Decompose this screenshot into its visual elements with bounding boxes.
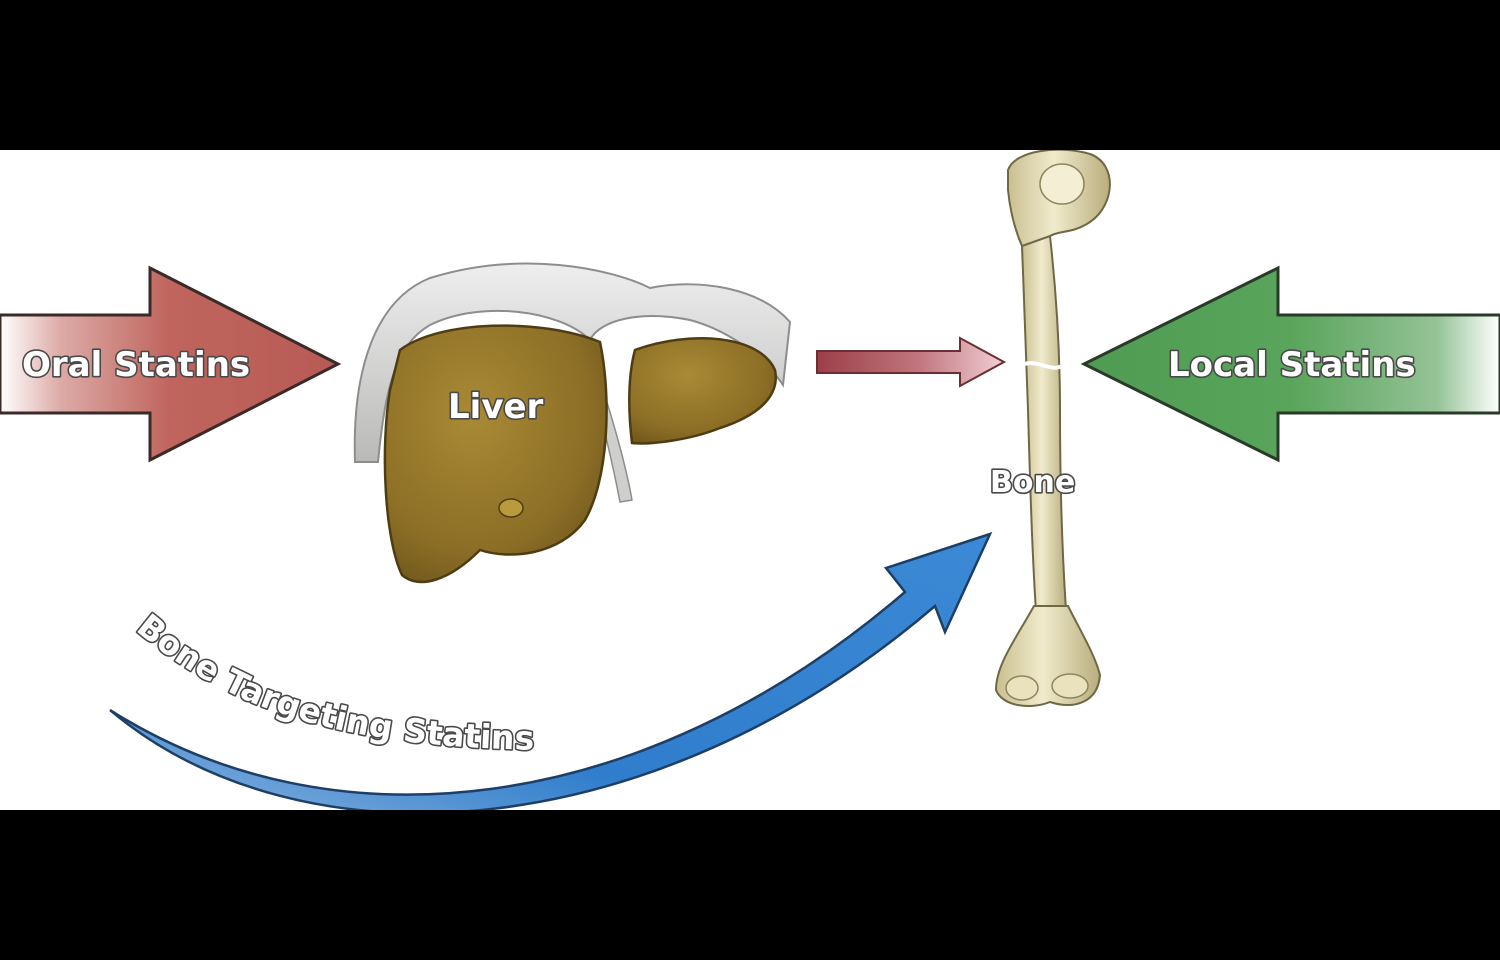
bone-targeting-label-path: Bone Targeting Statins bbox=[128, 604, 536, 759]
letterbox-top bbox=[0, 0, 1500, 150]
bone-illustration: Bone bbox=[988, 150, 1111, 707]
bone-targeting-label: Bone Targeting Statins bbox=[130, 606, 535, 758]
statin-delivery-diagram: Oral Statins Local Statins Liver bbox=[0, 150, 1500, 810]
bone-label: Bone bbox=[990, 465, 1075, 500]
liver-to-bone-arrow-shape bbox=[816, 336, 1007, 388]
bone-fracture-line bbox=[1023, 361, 1063, 370]
liver-to-bone-arrow bbox=[816, 336, 1007, 388]
letterbox-bottom bbox=[0, 810, 1500, 960]
gallbladder bbox=[498, 498, 524, 518]
bone-shaft bbox=[1020, 234, 1068, 614]
bone-condyle-left bbox=[1005, 675, 1039, 701]
bone-targeting-arrow-shape bbox=[109, 531, 993, 810]
local-statins-label: Local Statins bbox=[1168, 345, 1416, 385]
oral-statins-arrow: Oral Statins bbox=[0, 265, 342, 463]
diagram-canvas: Oral Statins Local Statins Liver bbox=[0, 150, 1500, 810]
bone-condyle-right bbox=[1051, 673, 1089, 699]
liver-illustration: Liver bbox=[353, 262, 792, 584]
local-arrow-shape bbox=[1080, 265, 1500, 463]
local-statins-arrow: Local Statins bbox=[1080, 265, 1500, 463]
liver-left-lobe bbox=[628, 337, 777, 445]
oral-statins-label: Oral Statins bbox=[22, 345, 250, 385]
liver-right-lobe bbox=[383, 324, 608, 584]
bone-head-highlight bbox=[1039, 163, 1085, 205]
liver-label: Liver bbox=[448, 387, 544, 427]
bone-targeting-arrow: Bone Targeting Statins bbox=[109, 531, 993, 810]
oral-arrow-shape bbox=[0, 265, 342, 463]
